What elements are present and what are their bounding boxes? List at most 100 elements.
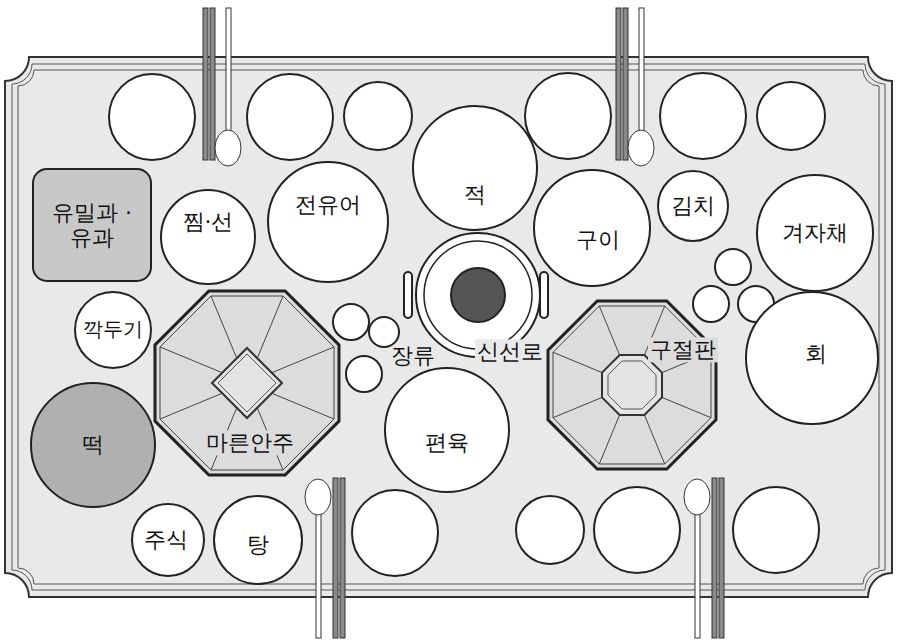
shape-outline	[159, 188, 257, 286]
empty-plate	[525, 73, 611, 159]
dish-name: 전유어	[293, 192, 363, 217]
dish-name: 겨자채	[780, 220, 850, 245]
empty-plate	[109, 74, 195, 160]
section-divider	[272, 393, 334, 419]
empty-plate	[516, 496, 584, 564]
dish-circle: 떡	[29, 381, 157, 509]
table-rim	[12, 64, 885, 590]
dish-name: 떡	[80, 432, 106, 457]
section-divider	[599, 306, 619, 355]
sauce-dish	[333, 304, 369, 340]
plate-outline	[757, 175, 873, 291]
spoon-handle	[316, 512, 321, 638]
center-octagon-rim	[608, 361, 656, 409]
dish-name: 마른안주	[204, 430, 296, 455]
empty-plate	[247, 74, 333, 160]
dessert-tray: 유밀과 ·유과	[32, 168, 152, 282]
section-divider	[257, 296, 283, 358]
dish-name: 회	[803, 341, 829, 366]
dish-circle: 회	[744, 290, 880, 426]
chopstick	[712, 478, 717, 638]
octagon-outline	[155, 291, 339, 475]
dish-circle: 전유어	[266, 160, 390, 284]
section-divider	[553, 397, 602, 417]
section-divider	[553, 352, 602, 372]
pot-handle	[404, 272, 412, 318]
dish-circle: 김치	[656, 169, 730, 243]
chopstick	[203, 8, 208, 160]
empty-plate	[344, 82, 412, 150]
pot-handle	[540, 272, 548, 318]
chopstick	[210, 8, 215, 160]
empty-plate	[660, 73, 746, 159]
shape-outline	[411, 104, 539, 232]
small-dish	[715, 249, 751, 285]
dish-name: 찜·선	[181, 209, 236, 234]
dish-name: 구절판	[648, 337, 718, 362]
dish-name: 유밀과 ·유과	[42, 200, 142, 251]
octagon-outline	[548, 301, 716, 469]
gujeolpan-octagon: 구절판	[545, 298, 719, 472]
spoon-bowl	[684, 479, 710, 515]
shape-outline	[545, 298, 719, 472]
dish-circle: 주식	[130, 502, 206, 578]
pot-inner	[424, 241, 532, 349]
plate-outline	[413, 106, 537, 230]
section-divider	[211, 296, 237, 358]
chopstick	[623, 8, 628, 160]
spoon-bowl	[305, 479, 331, 515]
dish-name: 깍두기	[81, 319, 145, 342]
plate-outline	[385, 368, 509, 492]
octagon-rim	[160, 296, 334, 470]
sauce-dish	[369, 317, 399, 347]
spoon-bowl	[215, 130, 241, 166]
spoon-handle	[226, 8, 231, 134]
section-divider	[662, 397, 711, 417]
dish-circle: 겨자채	[755, 173, 875, 293]
dish-name: 편육	[423, 430, 471, 455]
dish-name: 탕	[245, 532, 271, 557]
dish-circle: 탕	[212, 494, 304, 586]
tray-outline	[33, 169, 151, 281]
sauce-dish	[346, 356, 382, 392]
center-octagon	[602, 355, 662, 415]
plate-outline	[534, 170, 650, 286]
shape-outline	[266, 160, 390, 284]
center-diamond-rim	[218, 354, 276, 412]
small-dish	[693, 286, 729, 322]
section-divider	[644, 415, 664, 464]
plate-outline	[746, 292, 878, 424]
plate-outline	[658, 171, 728, 241]
chopstick	[719, 478, 724, 638]
section-divider	[160, 347, 222, 373]
chopstick	[616, 8, 621, 160]
table-rim	[18, 70, 879, 584]
dish-circle: 구이	[532, 168, 652, 288]
snack-octagon: 마른안주	[152, 288, 342, 478]
dish-circle: 적	[411, 104, 539, 232]
plate-outline	[161, 190, 255, 284]
sauce-label: 장류	[389, 343, 437, 368]
plate-outline	[268, 162, 388, 282]
table-top	[5, 57, 892, 597]
dish-name: 신선로	[475, 339, 545, 364]
empty-plate	[733, 487, 819, 573]
plate-outline	[31, 383, 155, 507]
dish-name: 구이	[574, 227, 622, 252]
dish-circle: 깍두기	[73, 290, 153, 370]
chopstick	[333, 478, 338, 638]
dish-name: 김치	[669, 193, 717, 218]
plate-outline	[132, 504, 204, 576]
octagon-rim	[553, 306, 711, 464]
shape-outline	[383, 366, 511, 494]
chopstick	[340, 478, 345, 638]
spoon-bowl	[628, 130, 654, 166]
section-divider	[272, 347, 334, 373]
dish-name: 주식	[142, 527, 190, 552]
sinseollo-pot: 신선로	[400, 230, 552, 360]
spoon-handle	[695, 512, 700, 638]
pot-chimney	[451, 268, 505, 322]
dish-name: 적	[462, 182, 488, 207]
plate-outline	[75, 292, 151, 368]
spoon-handle	[639, 8, 644, 134]
